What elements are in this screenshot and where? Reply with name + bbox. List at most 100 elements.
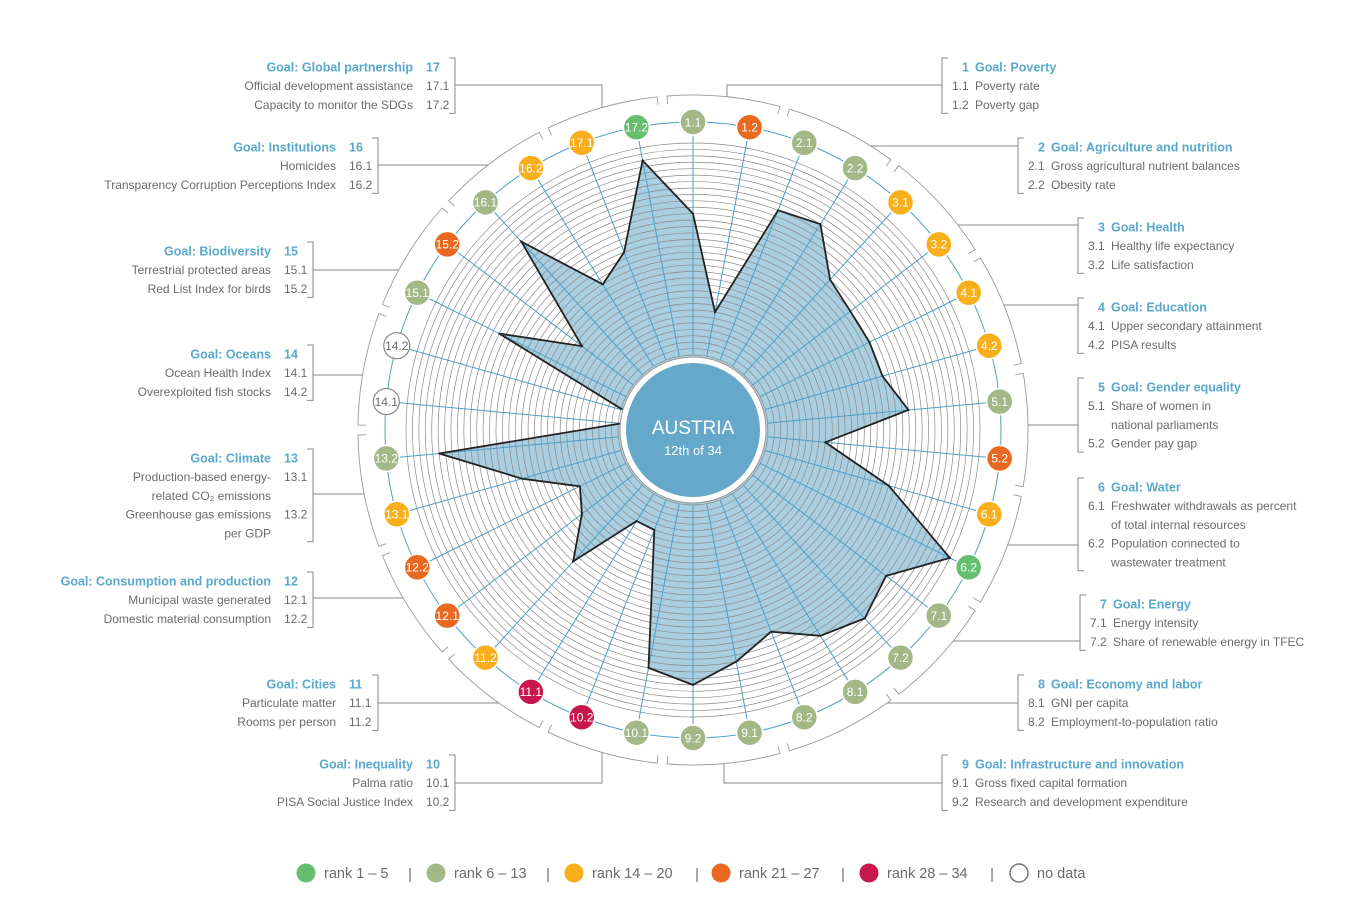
rank-badge [622,113,651,141]
indicator-badge: 14.2 [383,332,411,360]
legend-separator: | [990,867,994,883]
indicator-code: 12.1 [284,593,308,607]
badge-label: 7.2 [892,651,909,665]
rank-badge [790,703,819,731]
badge-label: 13.1 [385,508,409,522]
indicator-name: Life satisfaction [1111,258,1194,272]
spoke-6.1 [765,450,977,512]
indicator-code: 5.2 [1088,437,1105,451]
indicator-code: 10.2 [426,795,450,809]
indicator-name: Gross agricultural nutrient balances [1051,159,1240,173]
bracket [1017,137,1024,194]
goal-number: 15 [284,245,298,259]
bracket [1077,217,1084,274]
indicator-badge: 16.2 [517,154,545,182]
goal-arc [666,94,781,115]
indicator-code: 3.2 [1088,258,1105,272]
bracket [307,241,314,298]
bracket [449,57,456,114]
goal-title: Goal: Climate [190,452,271,466]
goal-number: 11 [349,678,362,692]
rank-badge [985,444,1014,473]
indicator-code: 4.1 [1088,319,1105,333]
rank-badge [372,444,401,473]
goal-title: Goal: Inequality [319,758,413,772]
indicator-badge: 4.1 [954,278,983,307]
rank-badge [975,500,1003,529]
legend-label: rank 1 – 5 [324,866,389,882]
spoke-5.1 [767,402,987,424]
goal-title: Goal: Cities [267,678,337,692]
badge-label: 16.1 [474,196,498,210]
badge-label: 17.1 [570,136,594,150]
indicator-badge: 6.1 [975,500,1003,529]
badge-label: 4.1 [960,286,977,300]
connector-line [455,84,603,108]
goal-title: Goal: Agriculture and nutrition [1051,141,1232,155]
indicator-badge: 8.1 [841,678,869,706]
data-point-2.1 [777,209,780,212]
data-point-4.2 [881,375,884,378]
badge-label: 9.2 [685,731,702,745]
data-point-10.1 [647,666,650,669]
indicator-badge: 2.2 [841,154,869,182]
indicator-name: Municipal waste generated [128,593,271,607]
rank-badge [622,719,651,747]
rank-badge [925,230,953,259]
data-point-17.1 [623,251,626,254]
goal-number: 6 [1098,481,1105,495]
legend-label: rank 28 – 34 [887,866,968,882]
rank-badge [954,278,983,307]
goal-arc [448,131,544,207]
rank-badge [433,230,461,259]
badge-label: 1.1 [685,115,702,129]
spoke-6.2 [759,462,958,562]
connector-line [726,84,942,97]
indicator-badge: 11.2 [471,643,500,672]
indicator-name: Freshwater withdrawals as percent [1111,499,1297,513]
indicator-name: Share of women in [1111,399,1211,413]
legend-separator: | [546,867,550,883]
goal-number: 12 [284,575,298,589]
badge-label: 16.2 [519,161,543,175]
data-point-13.1 [520,477,523,480]
indicator-code: 8.1 [1028,696,1045,710]
data-point-11.1 [635,520,638,523]
goal-number: 16 [349,141,363,155]
legend-item: rank 6 – 13 [426,863,527,883]
badge-label: 17.2 [625,121,649,135]
spoke-16.2 [537,178,654,367]
rank-swatch [296,863,316,883]
rank-badge [886,643,915,672]
badge-label: 7.1 [930,609,947,623]
badge-label: 11.1 [520,685,543,699]
indicator-badge: 3.1 [886,188,915,217]
goal-number: 1 [962,61,969,75]
indicator-name: Production-based energy- [133,470,271,484]
spoke-17.2 [638,139,680,357]
data-point-3.2 [849,310,852,313]
rank-badge [517,678,545,706]
indicator-badge: 17.1 [567,129,596,157]
spoke-4.2 [765,348,977,410]
bracket [1077,297,1084,354]
indicator-badge: 3.2 [925,230,953,259]
rank-badge [985,387,1014,416]
goal-number: 13 [284,452,298,466]
bracket [449,754,456,811]
bracket [941,57,948,114]
goal-arcs [357,94,1029,766]
rank-badge [471,188,500,217]
indicator-name: Employment-to-population ratio [1051,715,1218,729]
spoke-4.1 [759,298,958,398]
indicator-name: Research and development expenditure [975,795,1188,809]
indicator-badge: 2.1 [790,129,819,157]
indicator-name: PISA results [1111,338,1176,352]
goal-title: Goal: Oceans [190,348,271,362]
